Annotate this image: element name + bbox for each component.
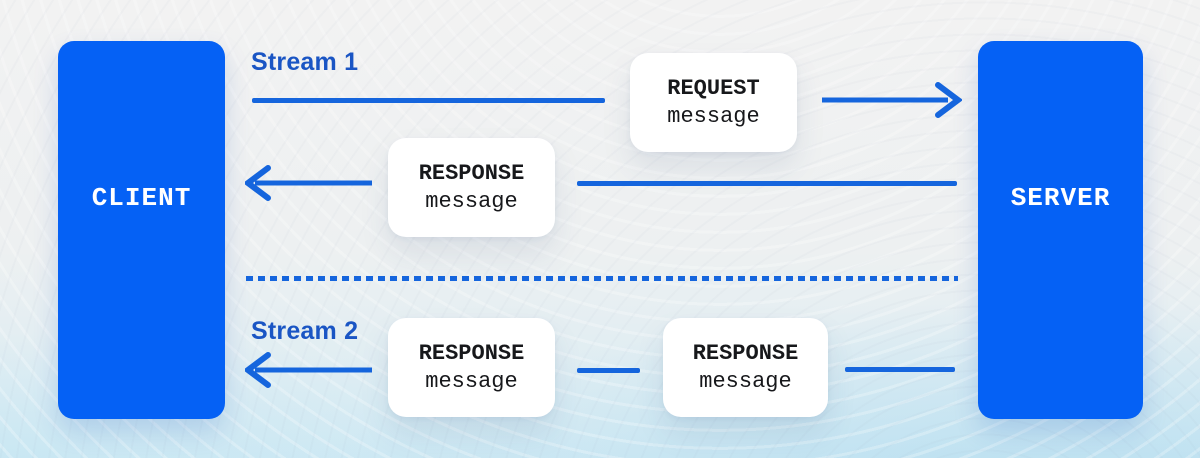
response-message-title: RESPONSE xyxy=(692,341,799,366)
stream-separator-dashed-line xyxy=(246,276,958,281)
stream2-response-message-box-1: RESPONSE message xyxy=(388,318,555,417)
stream2-right-line xyxy=(845,367,955,372)
arrow-left-icon xyxy=(245,352,372,388)
stream1-request-arrow xyxy=(822,78,962,122)
stream2-middle-line xyxy=(577,368,640,373)
stream1-request-line xyxy=(252,98,605,103)
stream1-response-arrow xyxy=(245,161,372,205)
server-node: SERVER xyxy=(978,41,1143,419)
response-message-title: RESPONSE xyxy=(418,341,525,366)
arrow-right-icon xyxy=(822,82,962,118)
stream1-response-message-box: RESPONSE message xyxy=(388,138,555,237)
stream1-response-line xyxy=(577,181,957,186)
stream2-response-message-box-2: RESPONSE message xyxy=(663,318,828,417)
stream1-label: Stream 1 xyxy=(251,48,359,76)
server-node-label: SERVER xyxy=(1010,183,1111,213)
stream1-request-message-box: REQUEST message xyxy=(630,53,797,152)
arrow-left-icon xyxy=(245,165,372,201)
client-node: CLIENT xyxy=(58,41,225,419)
response-message-title: RESPONSE xyxy=(418,161,525,186)
client-node-label: CLIENT xyxy=(91,183,192,213)
stream2-label: Stream 2 xyxy=(251,317,359,345)
response-message-subtitle: message xyxy=(425,189,518,214)
request-message-title: REQUEST xyxy=(667,76,760,101)
response-message-subtitle: message xyxy=(699,369,792,394)
stream2-response-arrow xyxy=(245,348,372,392)
response-message-subtitle: message xyxy=(425,369,518,394)
request-message-subtitle: message xyxy=(667,104,760,129)
